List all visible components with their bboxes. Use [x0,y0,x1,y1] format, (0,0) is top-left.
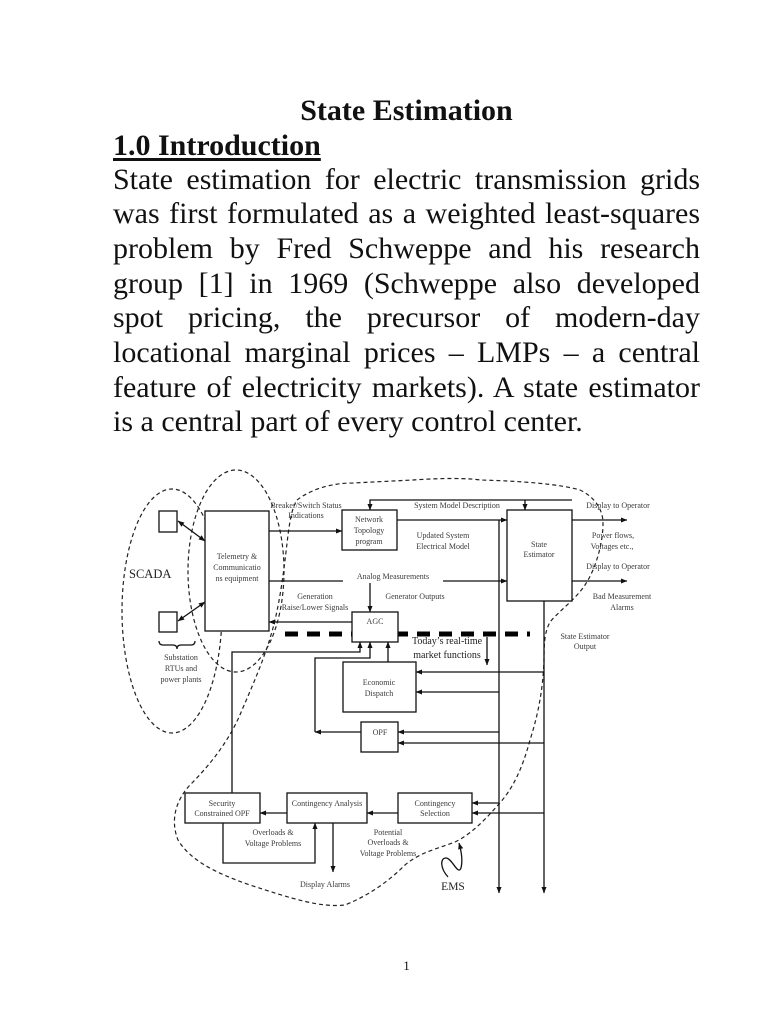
page-number: 1 [403,958,410,973]
overloads-voltage-label-2: Voltage Problems [245,839,302,848]
display-to-operator-label-1: Display to Operator [586,501,650,510]
display-alarms-label: Display Alarms [300,880,350,889]
scopf-label-2: Constrained OPF [194,809,250,818]
opf-to-agc-line [314,641,373,732]
network-topology-box [341,509,398,551]
paragraph-line: group [1] in 1969 (Schweppe also develop… [113,266,700,300]
contingency-selection-label-1: Contingency [415,799,456,808]
potential-overloads-label-3: Voltage Problems [360,849,417,858]
generation-signals-label-1: Generation [297,592,333,601]
rtu-bottom-link [177,601,206,622]
substation-label-2: RTUs and [165,664,197,673]
contingency-selection-label-2: Selection [420,809,450,818]
opf-label: OPF [373,728,388,737]
ems-pointer [441,842,464,878]
updated-model-label-2: Electrical Model [416,542,470,551]
telemetry-label-2: Communicatio [213,563,261,572]
telemetry-label-3: ns equipment [216,574,260,583]
network-topology-label-2: Topology [354,526,385,535]
paragraph-line: is a central part of every control cente… [113,405,583,439]
state-estimator-label-1: State [531,540,547,549]
telemetry-box [204,510,270,632]
substation-label-3: power plants [160,675,201,684]
substation-brace [158,640,196,650]
scopf-box [184,792,261,824]
market-functions-label-2: market functions [413,650,481,661]
scopf-label-1: Security [209,799,236,808]
paragraph-line: spot pricing, the precursor of modern-da… [113,301,700,335]
contingency-analysis-label: Contingency Analysis [292,799,362,808]
potential-overloads-label-2: Overloads & [367,838,409,847]
state-estimator-output-label-1: State Estimator [560,632,609,641]
paragraph-line: problem by Fred Schweppe and his researc… [113,231,700,265]
rtu-box-bottom [158,611,178,633]
state-estimator-label-2: Estimator [523,550,554,559]
opf-box [360,721,399,753]
agc-label: AGC [367,617,384,626]
state-estimator-output-label-2: Output [574,642,597,651]
economic-dispatch-label-1: Economic [363,678,396,687]
rtu-box-top [158,510,178,533]
paragraph-line: locational marginal prices – LMPs – a ce… [113,335,700,369]
display-to-operator-label-2: Display to Operator [586,562,650,571]
economic-dispatch-label-2: Dispatch [365,689,393,698]
analog-measurements-label: Analog Measurements [357,572,429,581]
breaker-switch-label-1: Breaker/Switch Status [270,501,341,510]
agc-box [351,611,399,643]
section-heading: 1.0 Introduction [113,129,321,162]
paragraph-line: was first formulated as a weighted least… [113,197,700,231]
bad-measurement-label-1: Bad Measurement [593,592,652,601]
scada-label: SCADA [129,567,171,581]
bad-measurement-label-2: Alarms [610,603,634,612]
rtu-top-link [177,520,206,542]
power-flows-label-1: Power flows, [592,531,634,540]
scopf-feedback-loop [222,822,318,864]
updated-model-label-1: Updated System [417,531,470,540]
overloads-voltage-label-1: Overloads & [252,828,294,837]
system-model-line [367,499,572,511]
ems-boundary [173,477,604,907]
market-functions-label-1: Today’s real-time [412,636,483,647]
intro-paragraph: State estimation for electric transmissi… [113,163,700,441]
substation-label-1: Substation [164,653,198,662]
economic-dispatch-box [342,661,417,713]
contingency-analysis-box [286,792,368,824]
network-topology-label-1: Network [355,515,383,524]
power-flows-label-2: Voltages etc., [591,542,634,551]
contingency-selection-box [397,792,473,824]
scopf-to-agc-line [231,641,363,793]
document-title: State Estimation [300,94,513,127]
generator-outputs-label: Generator Outputs [385,592,444,601]
paragraph-line: State estimation for electric transmissi… [113,162,700,196]
paragraph-line: feature of electricity markets). A state… [113,370,700,404]
system-model-description-label: System Model Description [414,501,500,510]
analog-label-background [343,570,443,583]
ems-label: EMS [441,881,465,893]
generation-signals-label-2: Raise/Lower Signals [282,603,348,612]
potential-overloads-label-1: Potential [374,828,403,837]
telemetry-label-1: Telemetry & [217,552,258,561]
breaker-switch-label-2: Indications [288,511,324,520]
network-topology-label-3: program [355,537,383,546]
state-estimator-box [506,509,573,602]
